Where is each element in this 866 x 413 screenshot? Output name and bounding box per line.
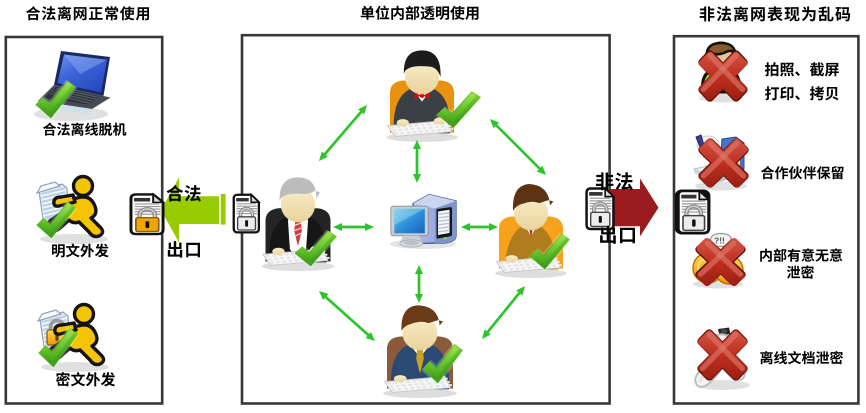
svg-text:?!!: ?!! <box>714 236 725 246</box>
